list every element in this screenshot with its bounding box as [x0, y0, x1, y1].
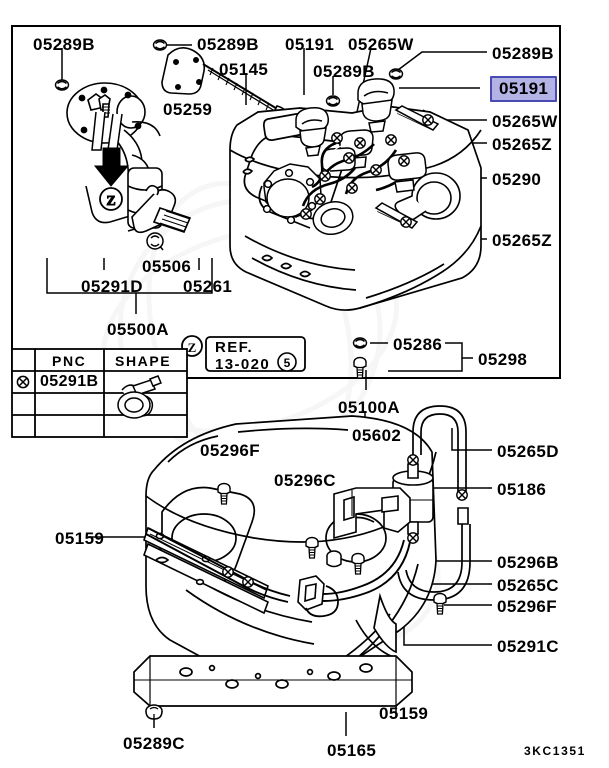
label-05506: 05506: [142, 257, 192, 276]
label-05298: 05298: [478, 350, 528, 369]
filter-bracket-05602: [333, 487, 411, 540]
label-05289b-2: 05289B: [197, 35, 259, 54]
label-05191-top: 05191: [285, 35, 335, 54]
label-05289b-3: 05289B: [492, 44, 554, 63]
nut-05289b-mid: [152, 39, 168, 51]
label-05296c: 05296C: [274, 471, 336, 490]
washer-05286: [352, 337, 368, 349]
ref-label-line2: 13-020: [215, 356, 271, 373]
label-05265w-top: 05265W: [348, 35, 414, 54]
hose-clamp-05506: [131, 184, 192, 250]
label-05265c: 05265C: [497, 576, 559, 595]
label-05165: 05165: [327, 741, 377, 760]
label-05289c: 05289C: [123, 734, 185, 753]
legend-table-grid: [11, 348, 188, 438]
crossed-circle-icon: [16, 375, 30, 389]
label-05290: 05290: [492, 170, 542, 189]
label-05291c: 05291C: [497, 637, 559, 656]
label-05159-left: 05159: [55, 529, 105, 548]
ref-label-line1: REF.: [215, 339, 254, 356]
grommet-05296c: [326, 550, 342, 568]
grommet-05289c: [145, 704, 163, 720]
hose-clamp-shape: [117, 375, 162, 419]
assembly-direction-arrow: Z: [91, 111, 130, 211]
vapor-valve-cluster: [295, 78, 440, 229]
label-05296b: 05296B: [497, 553, 559, 572]
legend-header-shape: SHAPE: [115, 353, 172, 369]
label-05265z-2: 05265Z: [492, 231, 553, 250]
label-05602: 05602: [352, 426, 402, 445]
label-05265w-2: 05265W: [492, 112, 558, 131]
drawing-number: 3KC1351: [524, 744, 586, 758]
label-05191-highlighted[interactable]: 05191: [490, 76, 558, 102]
return-pipe: [397, 507, 471, 601]
svg-text:Z: Z: [188, 340, 197, 355]
label-05145: 05145: [219, 60, 269, 79]
label-05265d: 05265D: [497, 442, 559, 461]
label-05286: 05286: [393, 335, 443, 354]
label-05265z-1: 05265Z: [492, 135, 553, 154]
nut-05289b-third: [325, 95, 341, 107]
fuel-hose-05265d: [412, 405, 467, 492]
legend-header-pnc: PNC: [52, 353, 87, 369]
clamp-05265d: [456, 489, 468, 501]
label-05261: 05261: [183, 277, 233, 296]
nut-05289b-right: [388, 68, 404, 80]
legend-cell-pnc-1: 05291B: [40, 373, 99, 390]
label-05291d: 05291D: [81, 277, 143, 296]
svg-text:5: 5: [284, 356, 291, 370]
nut-05289b-left: [54, 79, 70, 91]
label-05259: 05259: [163, 100, 213, 119]
label-05186: 05186: [497, 480, 547, 499]
tank-crossmember: [133, 655, 413, 707]
label-05159-bottom: 05159: [379, 704, 429, 723]
label-05500a: 05500A: [107, 320, 169, 339]
upper-panel-frame: [11, 25, 561, 379]
label-05296f-1: 05296F: [200, 441, 261, 460]
line-retainer-clip: [297, 575, 339, 618]
svg-text:Z: Z: [106, 194, 115, 209]
label-05289b-4: 05289B: [313, 62, 375, 81]
ref-box-graphic: Z 5: [181, 335, 306, 372]
label-05296f-2: 05296F: [497, 597, 558, 616]
label-05100a: 05100A: [338, 398, 400, 417]
label-05289b-1: 05289B: [33, 35, 95, 54]
bolt-05296f-right: [433, 592, 447, 615]
